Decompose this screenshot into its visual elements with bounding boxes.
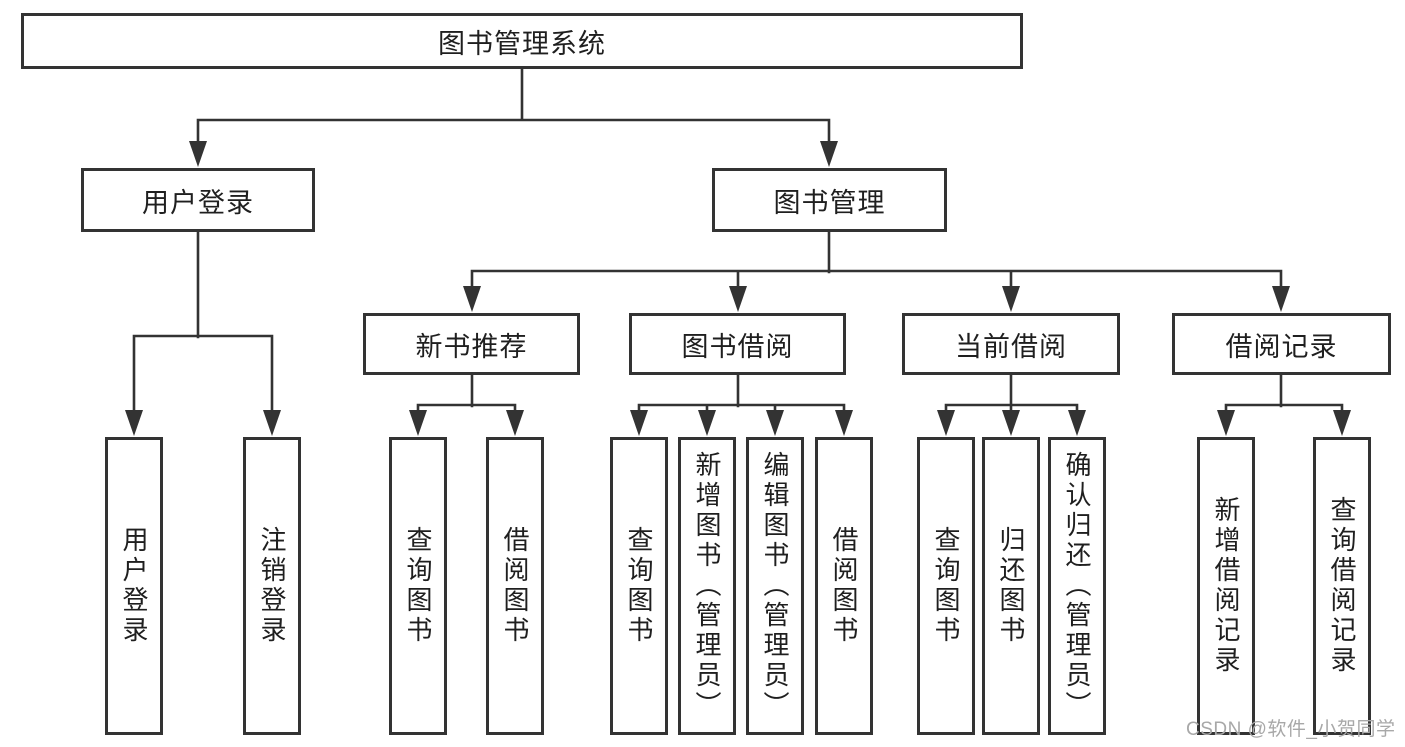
leaf-borrow-edit-book: 编辑图书（管理员）	[746, 437, 804, 735]
leaf-record-query-record-label: 查询借阅记录	[1327, 496, 1357, 676]
leaf-user-login: 用户登录	[105, 437, 163, 735]
node-new-book-recommend-label: 新书推荐	[415, 331, 528, 362]
node-root-label: 图书管理系统	[438, 28, 606, 59]
leaf-logout: 注销登录	[243, 437, 301, 735]
leaf-borrow-query-book: 查询图书	[610, 437, 668, 735]
node-borrow-record-label: 借阅记录	[1225, 331, 1338, 362]
node-current-borrow-label: 当前借阅	[955, 331, 1067, 362]
leaf-user-login-label: 用户登录	[119, 526, 149, 646]
node-borrow-record: 借阅记录	[1172, 313, 1391, 375]
leaf-record-query-record: 查询借阅记录	[1313, 437, 1371, 735]
leaf-borrow-add-book: 新增图书（管理员）	[678, 437, 736, 735]
leaf-borrow-borrow-book: 借阅图书	[815, 437, 873, 735]
leaf-record-add-record-label: 新增借阅记录	[1211, 496, 1241, 676]
leaf-borrow-add-book-label: 新增图书（管理员）	[692, 451, 722, 721]
node-user-login: 用户登录	[81, 168, 315, 232]
leaf-current-query-book: 查询图书	[917, 437, 975, 735]
leaf-current-return-book: 归还图书	[982, 437, 1040, 735]
leaf-current-query-book-label: 查询图书	[931, 526, 961, 646]
node-book-management: 图书管理	[712, 168, 947, 232]
leaf-borrow-edit-book-label: 编辑图书（管理员）	[760, 451, 790, 721]
leaf-current-return-book-label: 归还图书	[996, 526, 1026, 646]
leaf-record-add-record: 新增借阅记录	[1197, 437, 1255, 735]
leaf-borrow-borrow-book-label: 借阅图书	[829, 526, 859, 646]
node-book-management-label: 图书管理	[773, 187, 886, 218]
csdn-watermark: CSDN @软件_小贺同学	[1186, 719, 1396, 740]
node-book-borrow: 图书借阅	[629, 313, 846, 375]
node-new-book-recommend: 新书推荐	[363, 313, 580, 375]
node-current-borrow: 当前借阅	[902, 313, 1120, 375]
leaf-borrow-query-book-label: 查询图书	[624, 526, 654, 646]
leaf-logout-label: 注销登录	[257, 526, 287, 646]
node-user-login-label: 用户登录	[142, 187, 254, 218]
leaf-recommend-query-book-label: 查询图书	[403, 526, 433, 646]
leaf-recommend-query-book: 查询图书	[389, 437, 447, 735]
leaf-recommend-borrow-book: 借阅图书	[486, 437, 544, 735]
leaf-recommend-borrow-book-label: 借阅图书	[500, 526, 530, 646]
leaf-current-confirm-return: 确认归还（管理员）	[1048, 437, 1106, 735]
node-book-borrow-label: 图书借阅	[681, 331, 794, 362]
leaf-current-confirm-return-label: 确认归还（管理员）	[1062, 451, 1092, 721]
node-root: 图书管理系统	[21, 13, 1023, 69]
